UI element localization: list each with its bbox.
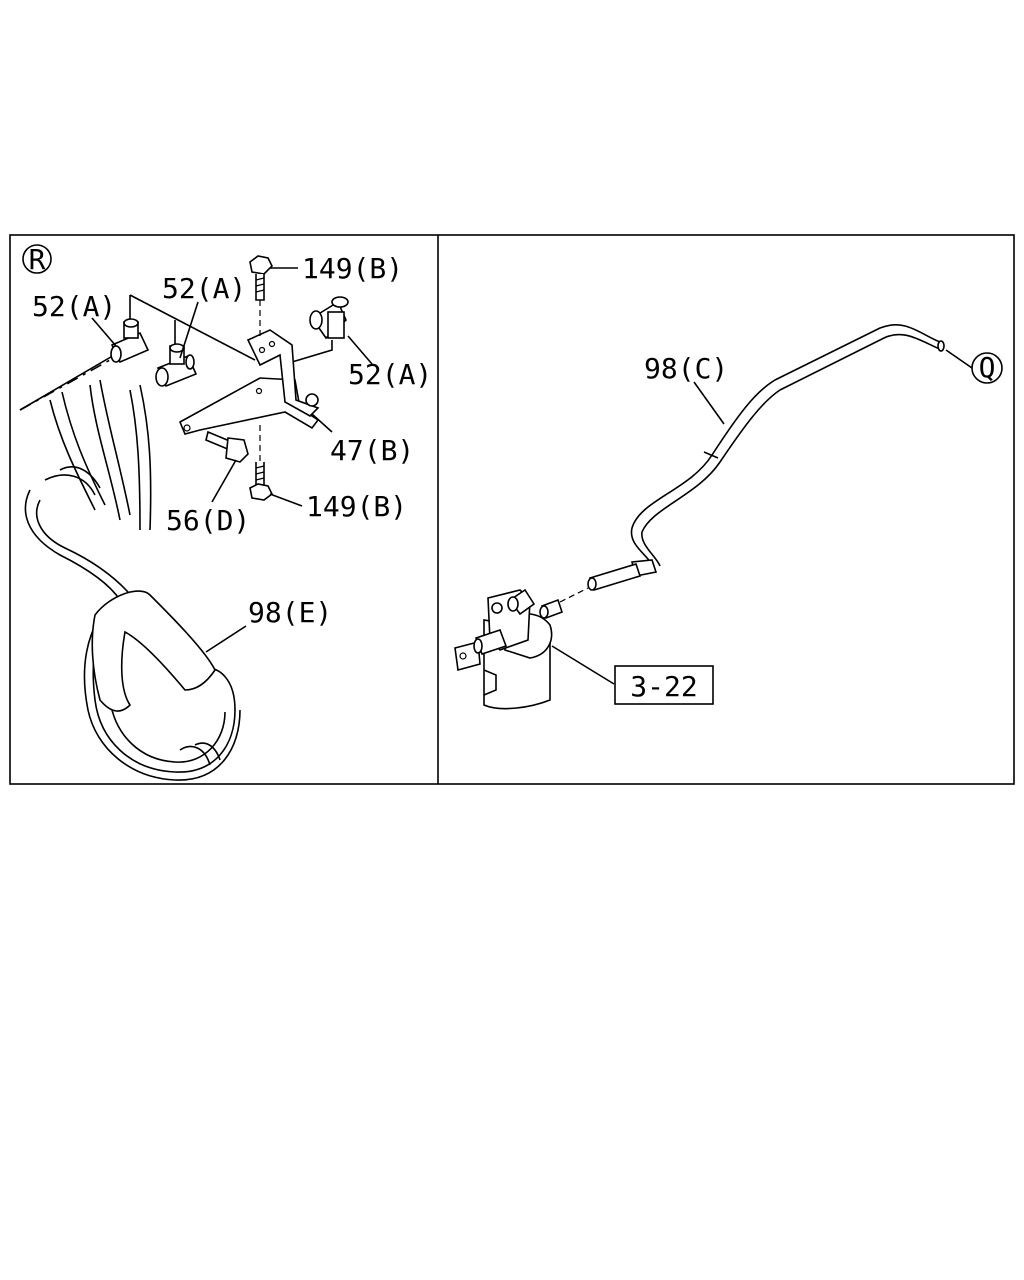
view-mark-circle	[22, 244, 52, 274]
ref-box-3-22	[614, 665, 714, 705]
label-149b-top: 149(B)	[302, 252, 403, 285]
label-98e: 98(E)	[248, 596, 332, 629]
bolt-56d	[205, 430, 249, 463]
view-mark-label: R	[29, 243, 46, 276]
label-98c: 98(C)	[644, 352, 728, 385]
hose-98c	[559, 324, 945, 603]
left-panel: R	[19, 243, 432, 781]
fitting-52a-mid	[155, 343, 198, 388]
ref-q-circle	[971, 352, 1003, 384]
ref-q-label: Q	[979, 351, 996, 384]
label-52a-right: 52(A)	[348, 358, 432, 391]
bolt-149b-top	[249, 255, 273, 340]
diagram-frame	[9, 234, 1015, 785]
label-56d: 56(D)	[166, 504, 250, 537]
ref-box-label: 3-22	[630, 670, 697, 703]
label-52a-left: 52(A)	[32, 290, 116, 323]
label-52a-mid: 52(A)	[162, 272, 246, 305]
fitting-52a-right	[309, 296, 349, 340]
label-149b-bottom: 149(B)	[306, 490, 407, 523]
fuel-filter	[454, 588, 564, 710]
label-47b: 47(B)	[330, 434, 414, 467]
fitting-52a-left	[110, 318, 150, 364]
bolt-149b-bottom	[249, 425, 274, 501]
bracket-47b	[178, 329, 320, 435]
right-panel: 98(C) Q 3-22	[454, 324, 1003, 710]
hose-bundle-98e	[19, 339, 241, 781]
